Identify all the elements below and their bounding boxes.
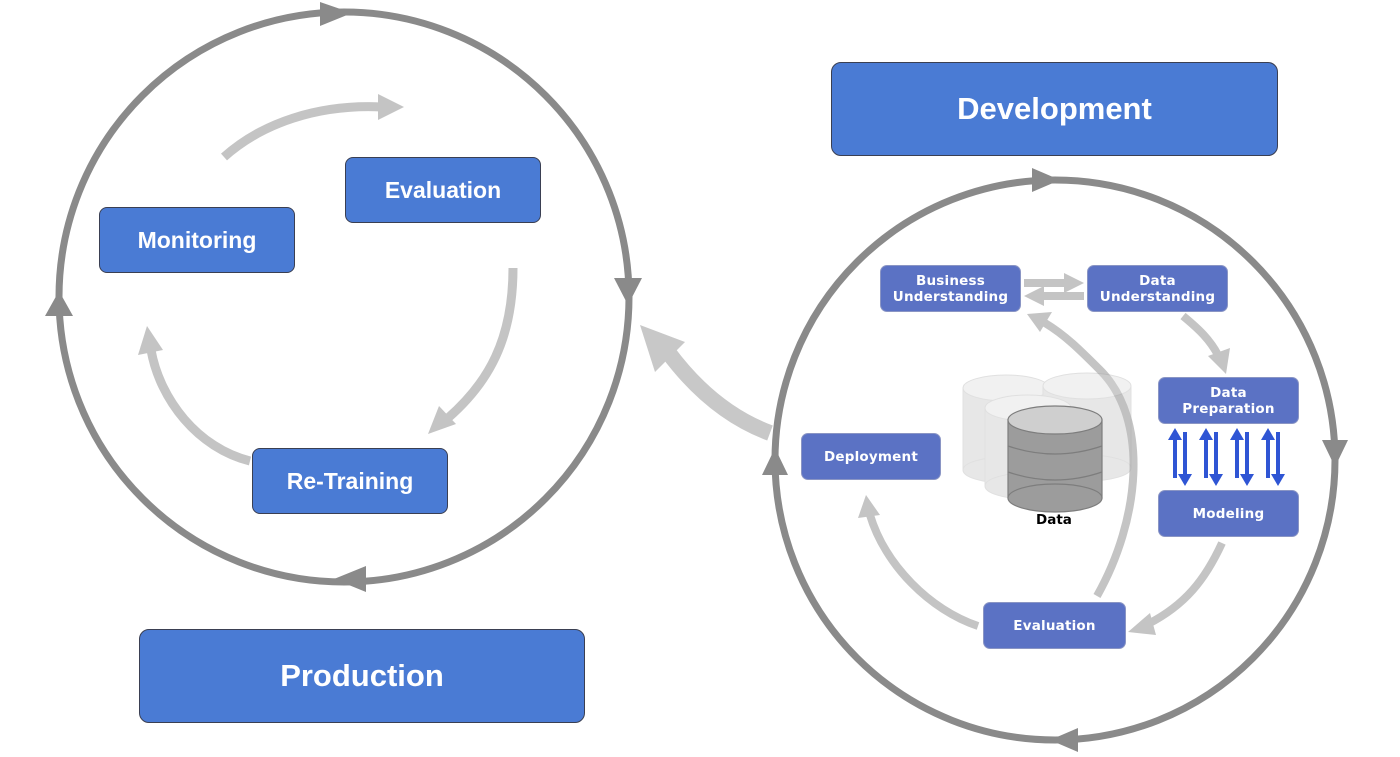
arrow-data-understanding-to-preparation <box>1180 312 1222 357</box>
production-cycle <box>45 2 642 592</box>
dev-step-evaluation: Evaluation <box>983 602 1126 649</box>
prep-modeling-bidirectional-arrows <box>1168 428 1285 486</box>
flow-arrowhead-to-evaluation <box>378 94 404 120</box>
database-icon <box>962 372 1132 513</box>
arrowhead-to-business-understanding-from-eval <box>1027 312 1052 332</box>
arrow-modeling-to-evaluation <box>1146 541 1226 628</box>
arrowhead-to-data-understanding <box>1064 273 1084 293</box>
development-title: Development <box>831 62 1278 156</box>
flow-arrow-evaluation-to-retraining <box>445 267 518 422</box>
dev-cycle-arrowhead-bottom <box>1050 728 1078 752</box>
flow-arrow-retraining-to-monitoring <box>146 349 252 466</box>
dev-step-business-understanding: Business Understanding <box>880 265 1021 312</box>
production-step-monitoring: Monitoring <box>99 207 295 273</box>
cycle-arrowhead-left <box>45 291 73 316</box>
arrow-evaluation-to-deployment <box>866 513 980 630</box>
arrowhead-to-preparation <box>1208 348 1230 374</box>
cycle-arrowhead-right <box>614 278 642 305</box>
dev-cycle-arrowhead-top <box>1032 168 1060 192</box>
development-to-production-connector <box>661 347 773 441</box>
arrowhead-to-evaluation <box>1128 613 1156 635</box>
connector-arrowhead <box>640 325 685 372</box>
arrowhead-to-business-understanding <box>1024 286 1044 306</box>
production-inner-flow <box>146 102 518 466</box>
dev-step-deployment: Deployment <box>801 433 941 480</box>
flow-arrow-monitoring-to-evaluation <box>221 102 383 161</box>
dev-cycle-arrowhead-left <box>762 448 788 475</box>
cycle-arrowhead-bottom <box>334 566 366 592</box>
flow-arrowhead-to-retraining <box>428 406 456 434</box>
development-cycle <box>762 168 1348 752</box>
production-title: Production <box>139 629 585 723</box>
arrow-evaluation-to-business <box>1042 319 1138 598</box>
production-step-evaluation: Evaluation <box>345 157 541 223</box>
development-inner-flow <box>866 279 1226 630</box>
arrowhead-to-deployment <box>858 495 880 518</box>
data-store-label: Data <box>1036 512 1072 528</box>
dev-step-data-preparation: Data Preparation <box>1158 377 1299 424</box>
dev-step-modeling: Modeling <box>1158 490 1299 537</box>
flow-arrowhead-to-monitoring <box>138 326 163 355</box>
cycle-arrowhead-top <box>320 2 352 26</box>
production-step-retraining: Re-Training <box>252 448 448 514</box>
dev-cycle-arrowhead-right <box>1322 440 1348 467</box>
dev-step-data-understanding: Data Understanding <box>1087 265 1228 312</box>
